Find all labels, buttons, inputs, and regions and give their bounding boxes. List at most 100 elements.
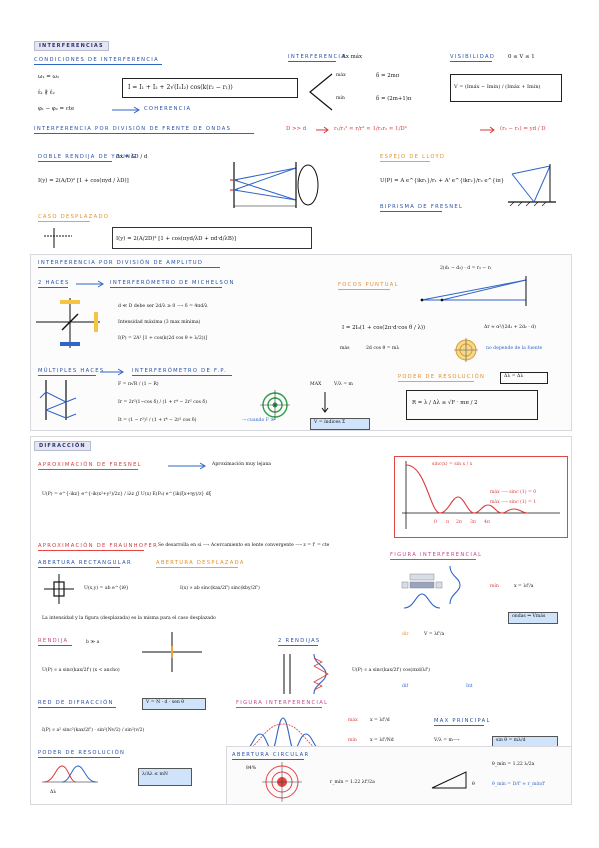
heading-poder-2: PODER DE RESOLUCIÓN (38, 750, 126, 756)
underline (110, 287, 222, 288)
fp-index: V = índices Σ (314, 420, 346, 425)
arrow-icon (112, 106, 140, 114)
underline (398, 381, 474, 382)
min-equation: x = λf'/Nd (370, 738, 394, 743)
underline (38, 707, 116, 708)
underline (34, 133, 254, 134)
principal-equation: V/λ = m⟶ (434, 738, 460, 743)
heading-max-principal: MAX PRINCIPAL (434, 718, 491, 724)
fig-button: ondas ⇒ Vmás (512, 614, 546, 619)
poder2-label: Δλ (50, 790, 57, 795)
circular-percent: 84% (246, 766, 257, 771)
circular-aperture-panel (226, 746, 572, 805)
ring-pattern-icon (454, 338, 478, 362)
graph-tick-4: 4π (484, 520, 490, 525)
cond-phase: φ₁ − φ₂ = cte (38, 106, 75, 112)
fig-dir: dir (402, 632, 409, 637)
angle-triangle-icon (431, 771, 467, 789)
underline (390, 559, 476, 560)
sinc-graph (402, 461, 560, 529)
heading-interferencia: INTERFERENCIA (288, 54, 347, 60)
arrow-icon (168, 462, 206, 470)
underline (38, 757, 120, 758)
max-label: máx (348, 718, 358, 723)
sinc-graph-frame (394, 456, 568, 538)
rect-aperture-icon (44, 574, 74, 604)
cond-polarization: ε̂₁ ∦ ε̂₂ (38, 90, 55, 96)
desplazado-equation: I(y) = 2(A/2D)² [1 + cos(πyd/λD + πd·d/λ… (116, 236, 237, 242)
cond-omega: ω₁ = ω₂ (38, 74, 60, 80)
fig-v: V = λf'/a (424, 632, 445, 637)
heading-2-haces: 2 HACES (38, 280, 70, 286)
visibility-box (450, 74, 562, 102)
circular-theta: θ (472, 782, 475, 787)
underline (38, 375, 96, 376)
heading-red: RED DE DIFRACCIÓN (38, 700, 114, 706)
double-slit-pattern (283, 653, 329, 695)
underline (338, 289, 390, 290)
red-box-text: V = N · d · sen θ (146, 700, 185, 705)
circular-right-2: θ_mín = D/f' ≈ r_mín/f' (492, 782, 546, 787)
fresnel-note: Aproximación muy lejana (212, 462, 272, 467)
two-slits-label-int: Int (466, 684, 473, 689)
poder-box-text: Δλ = Δλ (504, 374, 524, 379)
red-box (142, 698, 206, 710)
michelson-diagram (36, 298, 100, 348)
heading-visibilidad: VISIBILIDAD (450, 54, 496, 60)
d-condition: D >> d (286, 126, 307, 132)
heading-figura-2: FIGURA INTERFERENCIAL (236, 700, 329, 706)
fabry-perot-diagram (39, 380, 77, 420)
lloyd-mirror-diagram (508, 164, 556, 207)
rect-diffraction-pattern (401, 565, 461, 609)
heading-division-amplitud: INTERFERENCIA POR DIVISIÓN DE AMPLITUD (38, 260, 204, 266)
graph-peak-2: máx ⟶ sinc (1) = 1 (490, 500, 537, 505)
heading-focos: FOCOS PUNTUAL (338, 282, 399, 288)
heading-fresnel-biprisma: BIPRISMA DE FRESNEL (380, 204, 464, 210)
two-slits-equation: U(P) ∝ a sinc(kax/2f') cos(πxd/λf') (352, 668, 430, 673)
focos-condition: 2d cos θ = mλ (366, 346, 400, 351)
michelson-line-1: d ≪ D debe ser 2d/λ ≥ 0 ⟶ δ = 4πd/λ (118, 304, 208, 309)
target-rings-icon (260, 390, 290, 420)
underline (132, 375, 232, 376)
max-label: máx (336, 73, 346, 78)
slit-icon (142, 632, 202, 672)
arrow-icon (100, 368, 124, 376)
heading-fresnel: APROXIMACIÓN DE FRESNEL (38, 462, 142, 468)
two-slits-label-dif: dif (402, 684, 409, 689)
fp-note: → cuando F ≫ (242, 418, 276, 423)
rect-displaced: U(x,y) = ab e^{iθ} (84, 586, 129, 591)
focos-note: no depende de la fuente (486, 346, 543, 351)
approx-equation: r₁/r₁² ≈ r/r² ≈ 1/r₁r₂ ≈ 1/D² (334, 126, 407, 132)
underline (34, 64, 162, 65)
heading-circular: ABERTURA CIRCULAR (232, 752, 310, 758)
heading-fabry-perot: INTERFERÓMETRO DE F.P. (132, 368, 227, 374)
dx-max: Δx máx (342, 54, 363, 60)
underline (278, 645, 318, 646)
intensity-box (122, 78, 298, 98)
rendija-note: b ≫ a (86, 640, 100, 645)
intensity-note: La intensidad y la figura (desplazada) e… (42, 616, 216, 621)
visibility-equation: V = (Imáx − Imín) / (Imáx + Imín) (454, 84, 541, 90)
young-period: Δx = λD / d (116, 154, 148, 160)
graph-tick-3: 3π (470, 520, 476, 525)
resolution-peaks (42, 765, 98, 783)
fig-button-box (508, 612, 558, 624)
cheat-sheet-page: INTERFERENCIAS CONDICIONES DE INTERFEREN… (30, 38, 572, 805)
focos-mas: más (340, 346, 350, 351)
max-condition: δ = 2mπ (376, 73, 400, 79)
fig-min: mín (490, 584, 499, 589)
heading-rectangular: ABERTURA RECTANGULAR (38, 560, 132, 566)
underline (38, 287, 68, 288)
heading-lloyd: ESPEJO DE LLOYD (380, 154, 446, 160)
poder2-equation: λ/Δλ ≤ mN (142, 772, 168, 777)
underline (236, 707, 322, 708)
heading-michelson: INTERFERÓMETRO DE MICHELSON (110, 280, 235, 286)
poder-equation: R = λ / Δλ ≤ √F · mπ / 2 (412, 400, 478, 406)
principal-box-text: sin θ = mλ/d (496, 738, 526, 743)
circular-equation: r_mín = 1.22 λf'/2a (330, 780, 375, 785)
poder2-box (138, 768, 192, 786)
desplazado-box (112, 227, 312, 249)
underline (434, 725, 484, 726)
fp-transmitted: It = (1 − r²)² / (1 + r⁴ − 2r² cos δ) (118, 418, 197, 423)
max-equation: x = λf'/d (370, 718, 390, 723)
